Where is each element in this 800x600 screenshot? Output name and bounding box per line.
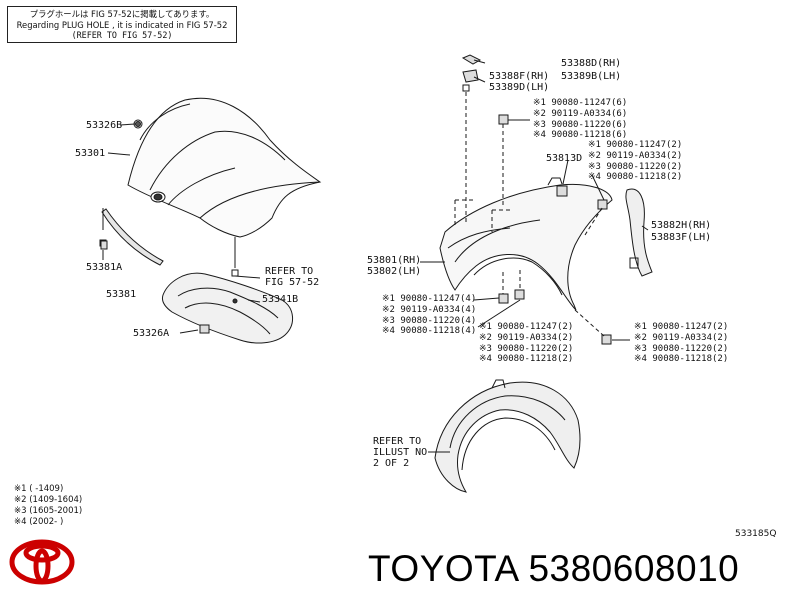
brand-part-number: TOYOTA 5380608010: [368, 548, 740, 589]
note-line-japanese: プラグホールは FIG 57-52に掲載してあります。: [29, 9, 215, 19]
part-label-53341b: 53341B: [262, 294, 299, 305]
part-label-53326b: 53326B: [86, 120, 123, 131]
part-label-53326a: 53326A: [133, 328, 170, 339]
bolt-group-top2: ※1 90080-11247(2) ※2 90119-A0334(2) ※3 9…: [588, 140, 683, 183]
part-label-53301: 53301: [75, 148, 106, 159]
bolt-group-top6: ※1 90080-11247(6) ※2 90119-A0334(6) ※3 9…: [533, 98, 628, 141]
leader-lines: [102, 59, 649, 453]
clip-drawings: [100, 54, 612, 345]
bolt-group-right2: ※1 90080-11247(2) ※2 90119-A0334(2) ※3 9…: [634, 322, 729, 365]
part-label-53389b: 53389B(LH): [561, 71, 622, 82]
part-label-53389d: 53389D(LH): [489, 82, 550, 93]
note-line-refer: (REFER TO FIG 57-52): [71, 30, 173, 40]
bolt-group-mid2: ※1 90080-11247(2) ※2 90119-A0334(2) ※3 9…: [479, 322, 574, 365]
production-date-legend: ※1 ( -1409) ※2 (1409-1604) ※3 (1605-2001…: [14, 484, 83, 527]
part-label-53388d: 53388D(RH): [561, 58, 622, 69]
part-label-53388f: 53388F(RH): [489, 71, 550, 82]
part-label-53801: 53801(RH): [367, 255, 422, 266]
fender-bracket-drawing: [625, 188, 653, 277]
refer-illust-label: REFER TO ILLUST NO 2 OF 2: [373, 436, 428, 469]
part-label-53883f: 53883F(LH): [651, 232, 712, 243]
bolt-group-left4: ※1 90080-11247(4) ※2 90119-A0334(4) ※3 9…: [382, 294, 477, 337]
part-label-53813d: 53813D: [546, 153, 583, 164]
part-label-53381: 53381: [106, 289, 137, 300]
hood-drawing: [127, 97, 322, 238]
part-label-53381a: 53381A: [86, 262, 123, 273]
reference-note-box: プラグホールは FIG 57-52に掲載してあります。 Regarding PL…: [7, 6, 237, 43]
hood-seal-drawing: [99, 208, 164, 266]
hood-insulator-drawing: [162, 272, 293, 344]
fender-drawing: [439, 177, 613, 311]
note-line-english: Regarding PLUG HOLE , it is indicated in…: [16, 19, 228, 30]
refer-fig-label: REFER TO FIG 57-52: [265, 266, 320, 288]
part-label-53882h: 53882H(RH): [651, 220, 712, 231]
toyota-logo-icon: [9, 539, 75, 585]
fender-liner-drawing: [434, 379, 581, 493]
part-label-53802: 53802(LH): [367, 266, 422, 277]
illustration-code: 533185Q: [735, 529, 777, 539]
